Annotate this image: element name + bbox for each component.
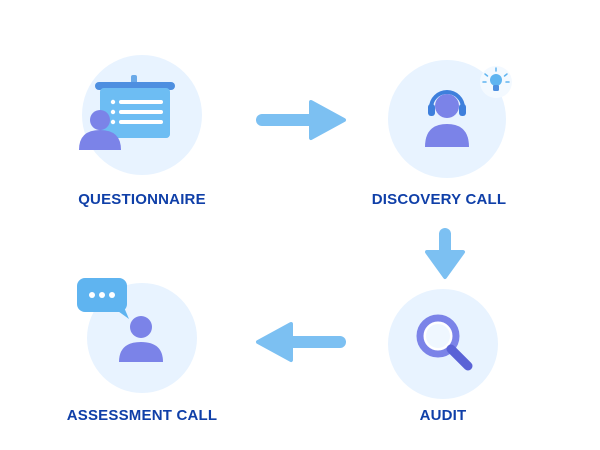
presentation-board-person-icon xyxy=(79,75,175,150)
step-label-questionnaire: QUESTIONNAIRE xyxy=(78,191,206,208)
magnifying-glass-icon xyxy=(416,314,473,371)
step-label-audit: AUDIT xyxy=(419,407,467,424)
arrow-down-icon xyxy=(425,228,465,279)
arrow-right-icon xyxy=(256,100,346,140)
chat-bubble-person-icon xyxy=(77,278,163,362)
step-label-assessment-call: ASSESSMENT CALL xyxy=(66,407,218,424)
headset-person-with-lightbulb-icon xyxy=(425,66,512,147)
step-label-discovery-call: DISCOVERY CALL xyxy=(371,191,507,208)
arrow-left-icon xyxy=(256,322,346,362)
